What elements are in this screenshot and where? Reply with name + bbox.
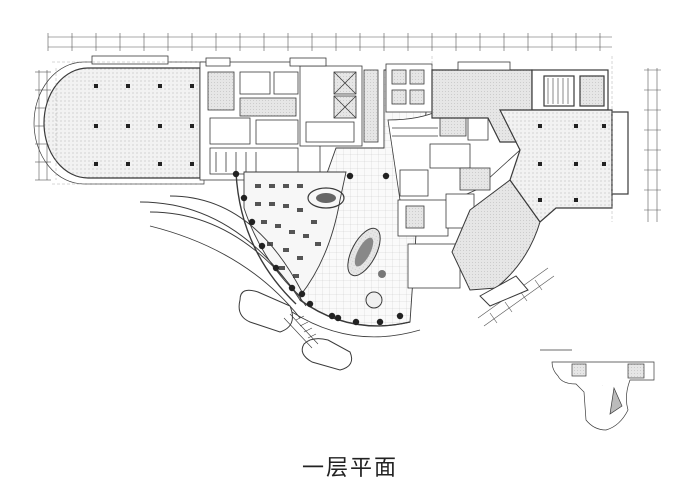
colonnade-column bbox=[306, 300, 314, 308]
column-marker bbox=[602, 162, 606, 166]
column-marker bbox=[126, 84, 130, 88]
colonnade-column bbox=[396, 312, 404, 320]
key-plan-inset: · bbox=[540, 349, 655, 431]
seating-table bbox=[293, 274, 299, 278]
seating-table bbox=[297, 184, 303, 188]
colonnade-column bbox=[272, 264, 280, 272]
seating-table bbox=[283, 248, 289, 252]
seating-area bbox=[235, 171, 347, 305]
forecourt-island bbox=[238, 289, 353, 371]
seating-table bbox=[283, 184, 289, 188]
seating-table bbox=[275, 224, 281, 228]
dimension-lines-right bbox=[644, 68, 661, 222]
column-marker bbox=[94, 124, 98, 128]
seating-table bbox=[303, 234, 309, 238]
colonnade-column bbox=[298, 290, 306, 298]
column-marker bbox=[190, 124, 194, 128]
colonnade-column bbox=[346, 172, 354, 180]
right-curved-wing bbox=[451, 179, 541, 307]
colonnade-column bbox=[288, 284, 296, 292]
seating-table bbox=[297, 256, 303, 260]
seating-table bbox=[269, 184, 275, 188]
column-marker bbox=[158, 84, 162, 88]
column-marker bbox=[574, 124, 578, 128]
seating-table bbox=[255, 184, 261, 188]
column-marker bbox=[190, 162, 194, 166]
column-marker bbox=[126, 124, 130, 128]
seating-table bbox=[315, 242, 321, 246]
column-marker bbox=[158, 124, 162, 128]
colonnade-column bbox=[382, 172, 390, 180]
column-marker bbox=[94, 84, 98, 88]
column-marker bbox=[94, 162, 98, 166]
entrance-driveway bbox=[139, 195, 307, 319]
column-marker bbox=[574, 198, 578, 202]
seating-table bbox=[279, 266, 285, 270]
grid-lines bbox=[52, 56, 613, 222]
column-marker bbox=[538, 162, 542, 166]
colonnade-columns bbox=[232, 170, 404, 326]
drawing-caption: 一层平面 bbox=[301, 456, 398, 481]
dimension-lines-top bbox=[47, 33, 612, 51]
colonnade-column bbox=[328, 312, 336, 320]
colonnade-column bbox=[258, 242, 266, 250]
seating-table bbox=[269, 202, 275, 206]
seating-table bbox=[261, 220, 267, 224]
column-marker bbox=[538, 198, 542, 202]
colonnade-column bbox=[376, 318, 384, 326]
seating-table bbox=[297, 208, 303, 212]
column-marker bbox=[158, 162, 162, 166]
seating-table bbox=[311, 220, 317, 224]
seating-table bbox=[283, 204, 289, 208]
svg-text:·: · bbox=[602, 383, 603, 387]
column-marker bbox=[190, 84, 194, 88]
roof-markers bbox=[91, 55, 511, 71]
column-marker bbox=[538, 124, 542, 128]
colonnade-column bbox=[248, 218, 256, 226]
colonnade-column bbox=[232, 170, 240, 178]
colonnade-column bbox=[352, 318, 360, 326]
upper-core-right bbox=[385, 63, 433, 113]
column-marker bbox=[126, 162, 130, 166]
left-wing-hall bbox=[33, 61, 205, 185]
column-marker bbox=[574, 162, 578, 166]
colonnade-column bbox=[240, 194, 248, 202]
column-marker bbox=[602, 124, 606, 128]
lobby-oval-feature bbox=[347, 227, 386, 309]
seating-table bbox=[289, 230, 295, 234]
elevator-core bbox=[299, 65, 379, 147]
colonnade-column bbox=[334, 314, 342, 322]
seating-table bbox=[255, 202, 261, 206]
